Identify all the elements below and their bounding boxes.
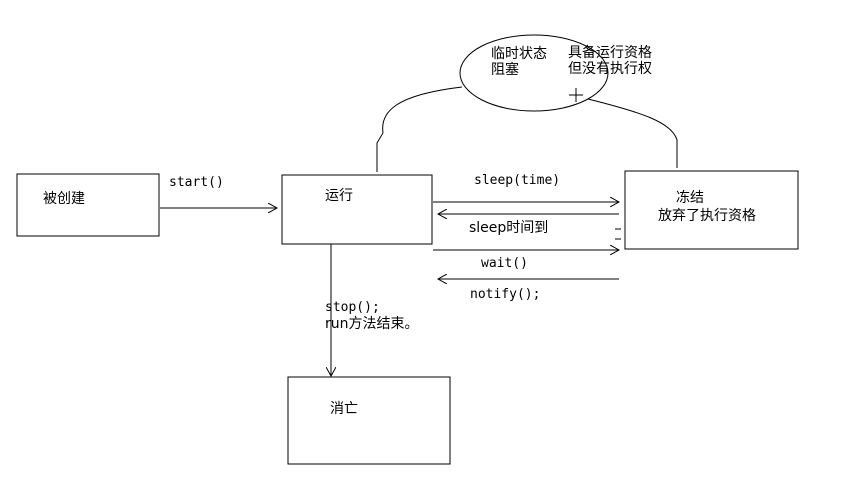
- start-label: start(): [169, 175, 224, 190]
- dead-box: [287, 376, 451, 465]
- blocked-line1: 临时状态: [491, 46, 547, 62]
- running-box: [281, 174, 433, 245]
- sleep-end-label: sleep时间到: [469, 220, 549, 236]
- blocked-ellipse: [459, 34, 609, 112]
- running-blocked-curve: [376, 86, 463, 172]
- run-end-label: run方法结束。: [325, 316, 419, 332]
- frozen-desc: 放弃了执行资格: [658, 208, 756, 224]
- blocked-frozen-curve: [587, 98, 678, 168]
- blocked-note2: 但没有执行权: [568, 61, 652, 77]
- running-label: 运行: [325, 188, 353, 204]
- notify-label: notify();: [470, 287, 541, 302]
- created-label: 被创建: [43, 191, 85, 207]
- frozen-box: [624, 170, 799, 250]
- blocked-line2: 阻塞: [491, 62, 519, 78]
- blocked-note1: 具备运行资格: [568, 45, 652, 61]
- stop-label: stop();: [325, 300, 380, 315]
- frozen-title: 冻结: [676, 190, 704, 206]
- wait-label: wait(): [481, 256, 528, 271]
- dead-label: 消亡: [330, 401, 358, 417]
- sleep-label: sleep(time): [474, 173, 561, 188]
- created-box: [16, 173, 160, 237]
